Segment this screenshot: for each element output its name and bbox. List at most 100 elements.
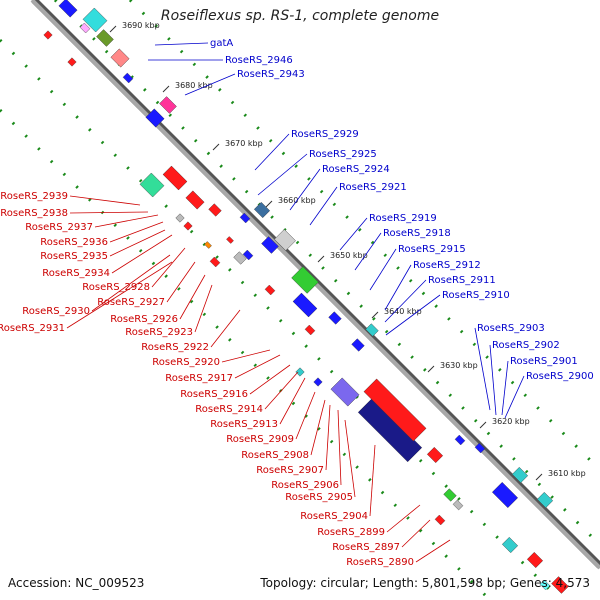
gene-leader-line [309,186,338,226]
gene-leader-line [504,375,525,419]
gene-feature [328,311,342,325]
gene-leader-line [109,221,164,243]
gene-leader-line [69,211,149,214]
gene-feature [304,324,316,336]
gene-leader-line [337,409,342,486]
gene-feature [511,466,529,484]
gene-label-forward: gatA [210,38,233,49]
gene-features [43,0,569,594]
gene-label-reverse: RoseRS_2931 [0,323,65,334]
gene-feature [145,108,165,128]
tick-label: 3690 kbp [122,21,160,30]
gene-label-forward: RoseRS_2946 [225,55,293,66]
gene-label-forward: RoseRS_2925 [309,149,377,160]
gene-leader-line [66,261,173,329]
gene-label-reverse: RoseRS_2928 [82,282,150,293]
gene-leader-line [415,539,451,563]
gene-feature [96,29,114,47]
tick-label: 3650 kbp [330,251,368,260]
gene-leader-line [354,232,382,271]
gene-label-forward: RoseRS_2900 [526,371,594,382]
tick-label: 3630 kbp [440,361,478,370]
gene-feature [43,30,53,40]
gene-feature [292,292,318,318]
gene-label-reverse: RoseRS_2937 [25,222,93,233]
gene-label-reverse: RoseRS_2916 [180,389,248,400]
gene-label-forward: RoseRS_2924 [322,164,390,175]
dotted-guide-line [0,38,562,600]
gene-label-reverse: RoseRS_2906 [271,480,339,491]
tick-mark [265,200,273,208]
gene-label-forward: RoseRS_2910 [442,290,510,301]
gene-label-reverse: RoseRS_2923 [125,327,193,338]
gene-feature [351,338,365,352]
gene-feature [454,434,466,446]
gene-feature [452,499,464,511]
gene-label-reverse: RoseRS_2908 [241,450,309,461]
gene-leader-line [210,309,241,348]
reverse-gene-labels: RoseRS_2939RoseRS_2938RoseRS_2937RoseRS_… [0,191,451,568]
gene-feature [139,172,165,198]
gene-feature [204,241,212,249]
gene-label-reverse: RoseRS_2930 [22,306,90,317]
gene-leader-line [151,247,186,288]
gene-leader-line [401,519,431,548]
gene-label-reverse: RoseRS_2939 [0,191,68,202]
tick-mark [371,311,379,319]
gene-leader-line [339,217,368,251]
gene-feature [274,229,296,251]
gene-leader-line [264,371,299,410]
gene-feature [261,236,279,254]
gene-feature [175,213,185,223]
gene-feature [233,251,247,265]
gene-leader-line [386,504,421,533]
gene-feature [313,377,323,387]
gene-feature [185,190,205,210]
gene-label-forward: RoseRS_2903 [477,323,545,334]
gene-leader-line [179,274,206,320]
gene-feature [264,284,276,296]
gene-label-forward: RoseRS_2902 [492,340,560,351]
gene-leader-line [295,391,316,440]
gene-feature [501,536,519,554]
gene-label-reverse: RoseRS_2897 [332,542,400,553]
gene-leader-line [249,364,291,395]
forward-gene-labels: gatA RoseRS_2946RoseRS_2943RoseRS_2929Ros… [148,38,594,419]
gene-leader-line [344,419,356,498]
gene-label-forward: RoseRS_2929 [291,129,359,140]
gene-feature [239,212,251,224]
gene-label-forward: RoseRS_2943 [237,69,305,80]
gene-leader-line [69,195,141,206]
gene-feature [434,514,446,526]
topology-label: Topology: circular; Length: 5,801,598 bp… [260,576,590,590]
gene-feature [159,96,177,114]
gene-label-reverse: RoseRS_2899 [317,527,385,538]
gene-feature [363,378,427,442]
gene-label-reverse: RoseRS_2927 [97,297,165,308]
tick-label: 3610 kbp [548,469,586,478]
gene-leader-line [109,229,166,257]
gene-feature [162,165,188,191]
gene-leader-line [474,327,491,411]
tick-label: 3680 kbp [175,81,213,90]
accession-label: Accession: NC_009523 [8,576,145,590]
gene-leader-line [221,349,271,363]
tick-mark [535,473,543,481]
gene-leader-line [501,360,509,416]
gene-leader-line [279,377,306,425]
gene-feature [209,256,221,268]
gene-feature [67,57,77,67]
tick-mark [479,421,487,429]
gene-leader-line [111,234,173,274]
gene-feature [253,201,271,219]
tick-label: 3620 kbp [492,417,530,426]
gene-label-forward: RoseRS_2919 [369,213,437,224]
tick-label: 3640 kbp [384,307,422,316]
gene-label-reverse: RoseRS_2917 [165,373,233,384]
gene-feature [539,579,551,591]
gene-feature [242,249,254,261]
gene-feature [365,323,379,337]
